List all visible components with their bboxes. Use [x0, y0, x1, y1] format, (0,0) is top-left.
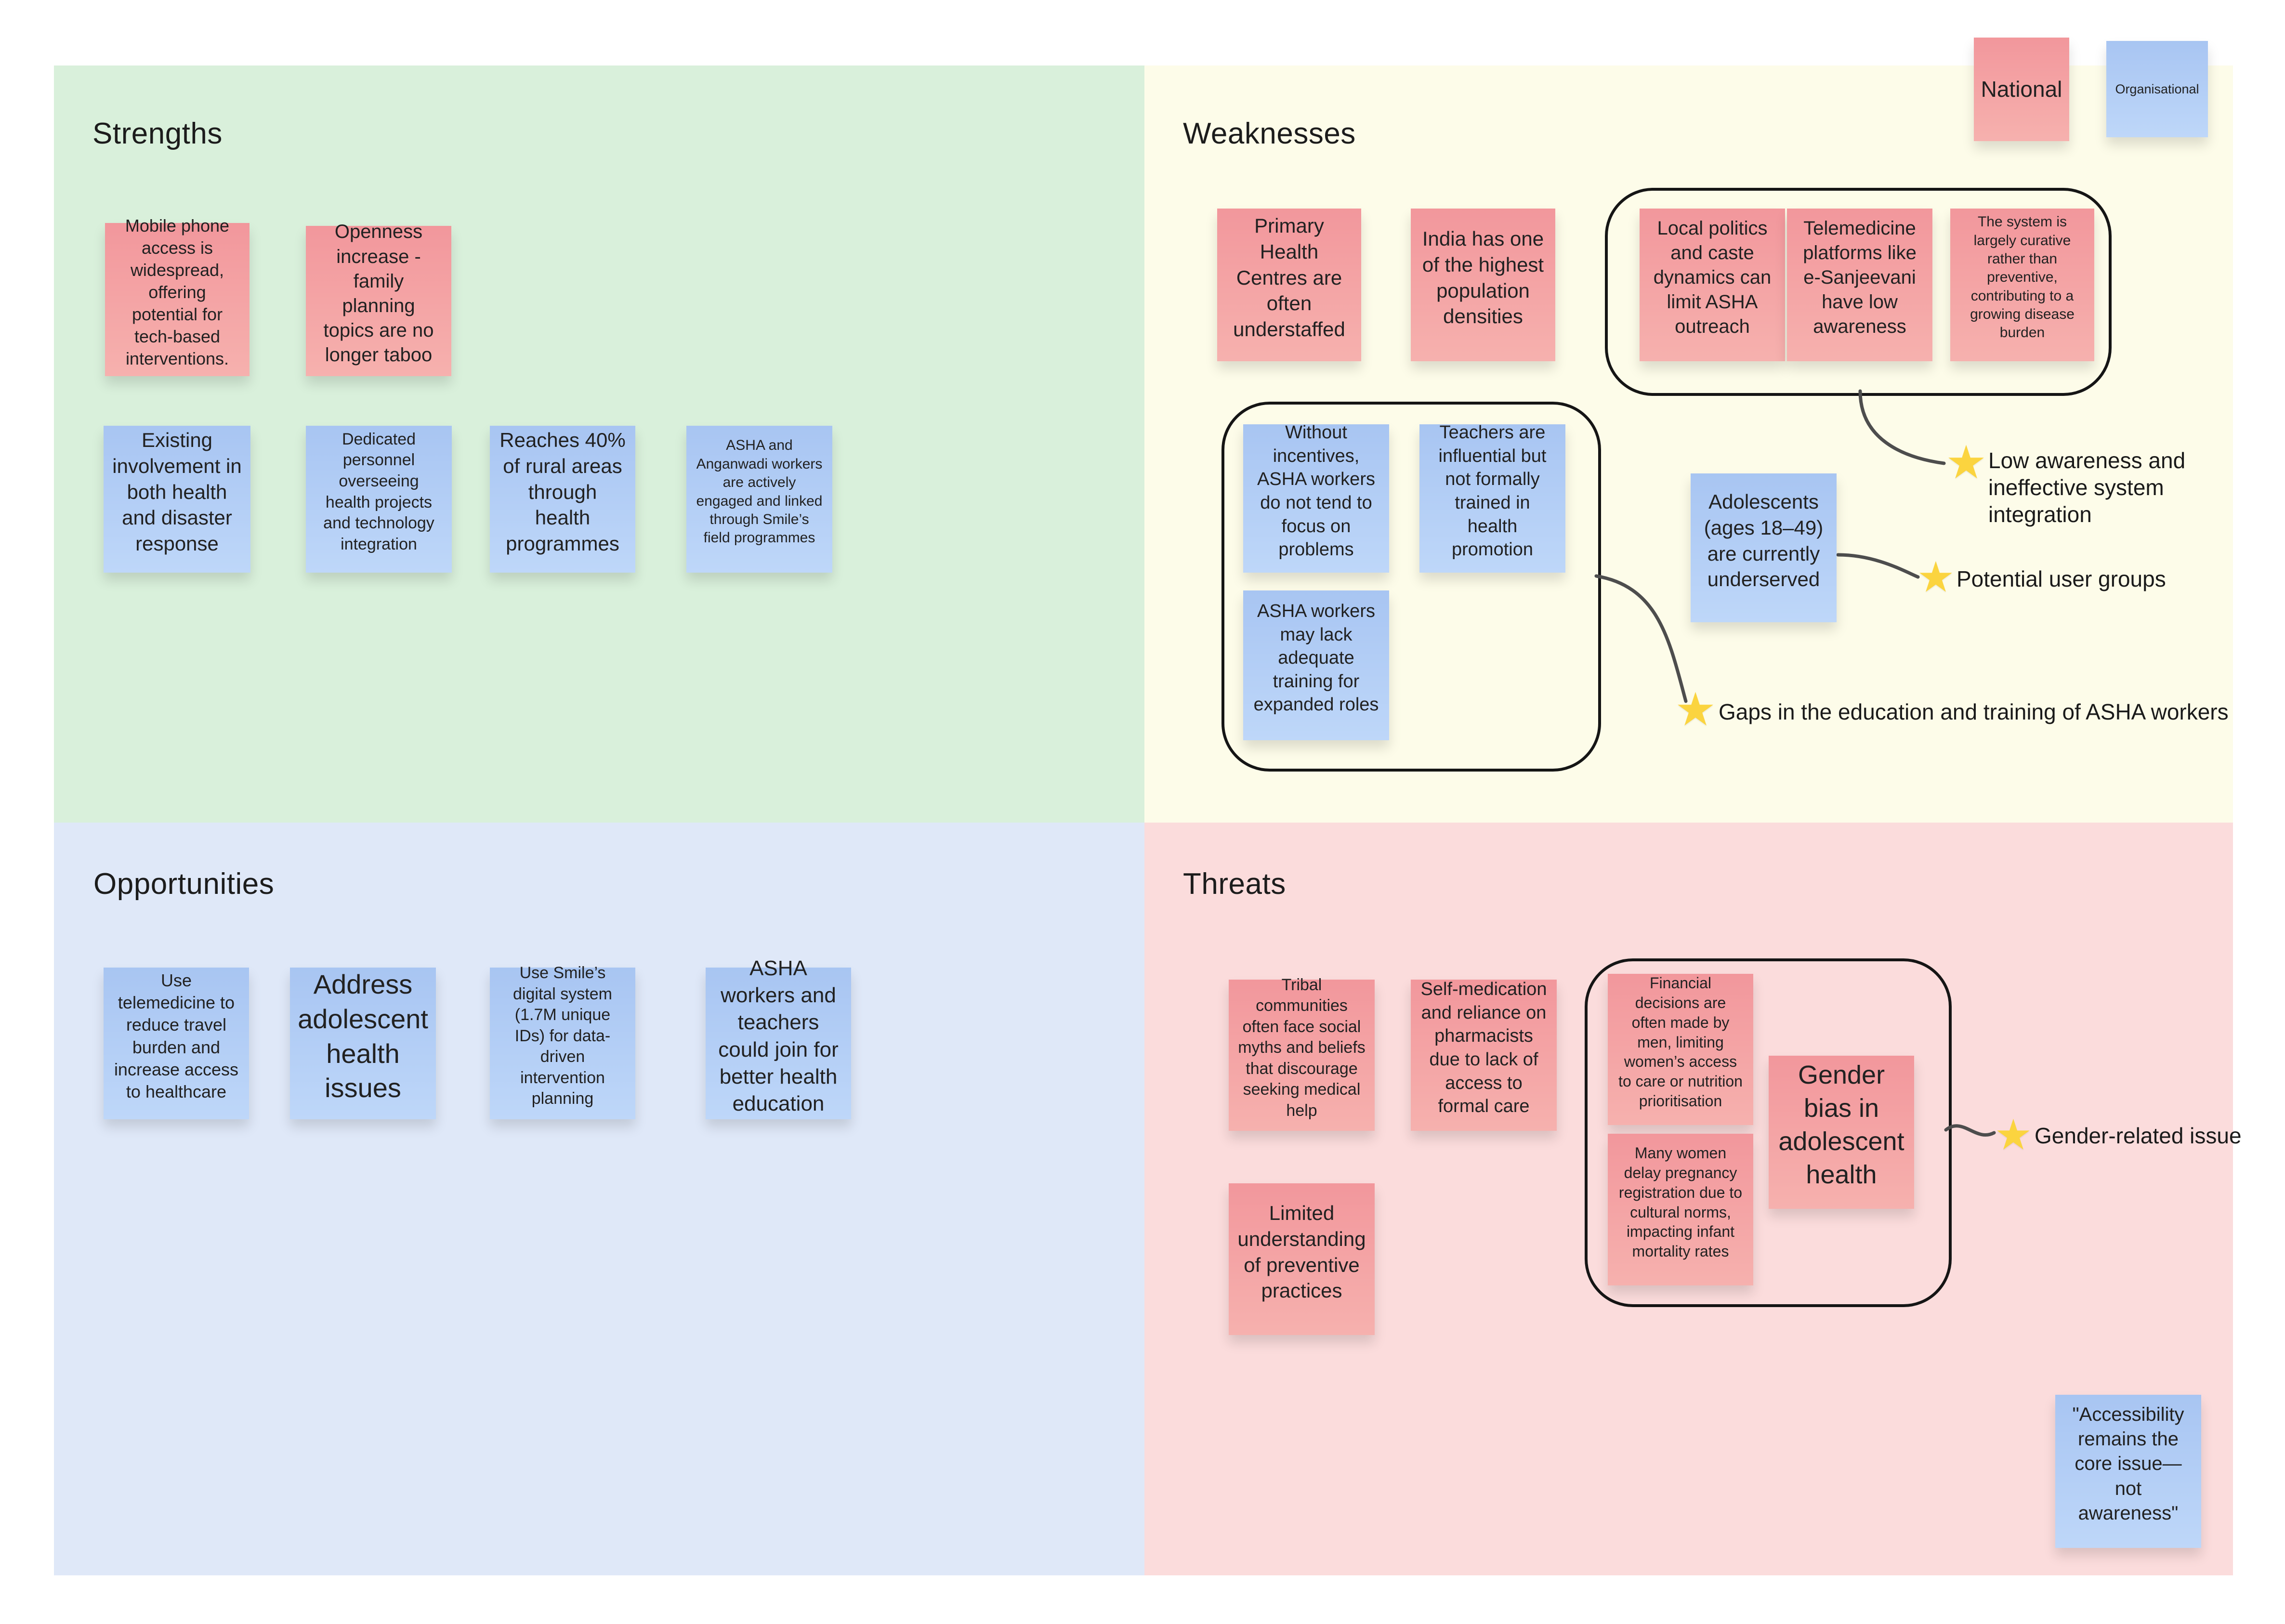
annotation-label[interactable]: Low awareness and ineffective system int… [1988, 448, 2186, 527]
sticky-note[interactable]: Adolescents (ages 18–49) are currently u… [1691, 473, 1837, 622]
sticky-note[interactable]: Self-medication and reliance on pharmaci… [1411, 979, 1557, 1131]
sticky-note[interactable]: ASHA and Anganwadi workers are actively … [686, 426, 832, 573]
star-icon[interactable]: ★ [1945, 437, 1987, 489]
sticky-note[interactable]: The system is largely curative rather th… [1950, 209, 2094, 361]
quadrant-opportunities [54, 823, 1144, 1575]
sticky-note[interactable]: Financial decisions are often made by me… [1608, 974, 1753, 1125]
sticky-note[interactable]: ASHA workers may lack adequate training … [1243, 590, 1389, 740]
sticky-note[interactable]: Local politics and caste dynamics can li… [1640, 209, 1785, 361]
sticky-note[interactable]: ASHA workers and teachers could join for… [706, 956, 851, 1119]
sticky-note[interactable]: "Accessibility remains the core issue—no… [2055, 1395, 2201, 1548]
sticky-note[interactable]: Use telemedicine to reduce travel burden… [104, 968, 249, 1119]
sticky-note[interactable]: Without incentives, ASHA workers do not … [1243, 422, 1389, 573]
sticky-note[interactable]: Reaches 40% of rural areas through healt… [490, 426, 635, 573]
annotation-label[interactable]: Gender-related issue [2035, 1123, 2242, 1148]
cluster-outline-system-awareness[interactable] [1605, 188, 2112, 396]
annotation-label[interactable]: Potential user groups [1957, 566, 2166, 591]
sticky-note[interactable]: Tribal communities often face social myt… [1229, 976, 1375, 1131]
quadrant-title-opportunities: Opportunities [93, 867, 275, 901]
sticky-note[interactable]: India has one of the highest population … [1411, 209, 1555, 361]
quadrant-title-strengths: Strengths [92, 117, 223, 150]
sticky-note[interactable]: Mobile phone access is widespread, offer… [105, 216, 250, 376]
sticky-note[interactable]: Address adolescent health issues [290, 968, 436, 1119]
sticky-note[interactable]: Limited understanding of preventive prac… [1229, 1183, 1375, 1335]
sticky-note[interactable]: Dedicated personnel overseeing health pr… [306, 426, 452, 573]
star-icon[interactable]: ★ [1994, 1111, 2033, 1159]
sticky-note[interactable]: Primary Health Centres are often underst… [1217, 209, 1361, 361]
sticky-note[interactable]: Use Smile’s digital system (1.7M unique … [490, 964, 635, 1119]
sticky-note[interactable]: Telemedicine platforms like e-Sanjeevani… [1787, 209, 1932, 361]
star-icon[interactable]: ★ [1674, 684, 1717, 736]
legend-note-national[interactable]: National [1974, 38, 2069, 141]
quadrant-title-weaknesses: Weaknesses [1183, 117, 1356, 150]
annotation-label[interactable]: Gaps in the education and training of AS… [1719, 699, 2229, 724]
sticky-note[interactable]: Many women delay pregnancy registration … [1608, 1134, 1753, 1285]
sticky-note[interactable]: Existing involvement in both health and … [104, 426, 250, 573]
star-icon[interactable]: ★ [1917, 553, 1955, 601]
sticky-note[interactable]: Teachers are influential but not formall… [1419, 422, 1565, 573]
legend-note-organisational[interactable]: Organisational [2106, 41, 2208, 137]
sticky-note[interactable]: Openness increase - family planning topi… [306, 221, 451, 376]
quadrant-title-threats: Threats [1183, 867, 1286, 901]
sticky-note[interactable]: Gender bias in adolescent health [1769, 1056, 1914, 1209]
